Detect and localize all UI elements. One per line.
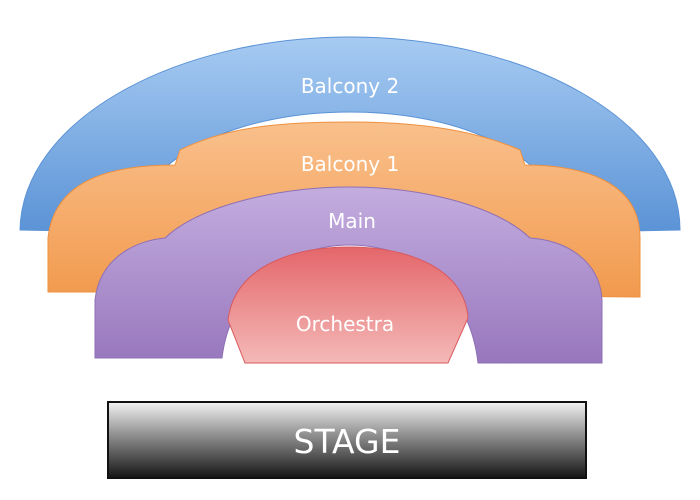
stage[interactable]: STAGE	[107, 401, 587, 479]
orchestra-label: Orchestra	[296, 312, 394, 336]
stage-label: STAGE	[294, 422, 401, 461]
section-main[interactable]: Main	[94, 186, 603, 364]
section-balcony-2[interactable]: Balcony 2	[19, 36, 681, 233]
main-shape[interactable]	[94, 186, 603, 364]
section-orchestra[interactable]: Orchestra	[227, 246, 469, 364]
stage-shape[interactable]	[107, 401, 587, 479]
balcony-2-label: Balcony 2	[301, 74, 399, 98]
orchestra-shape[interactable]	[227, 246, 469, 364]
balcony-2-shape[interactable]	[19, 36, 681, 233]
balcony-1-label: Balcony 1	[301, 152, 399, 176]
main-label: Main	[328, 209, 376, 233]
